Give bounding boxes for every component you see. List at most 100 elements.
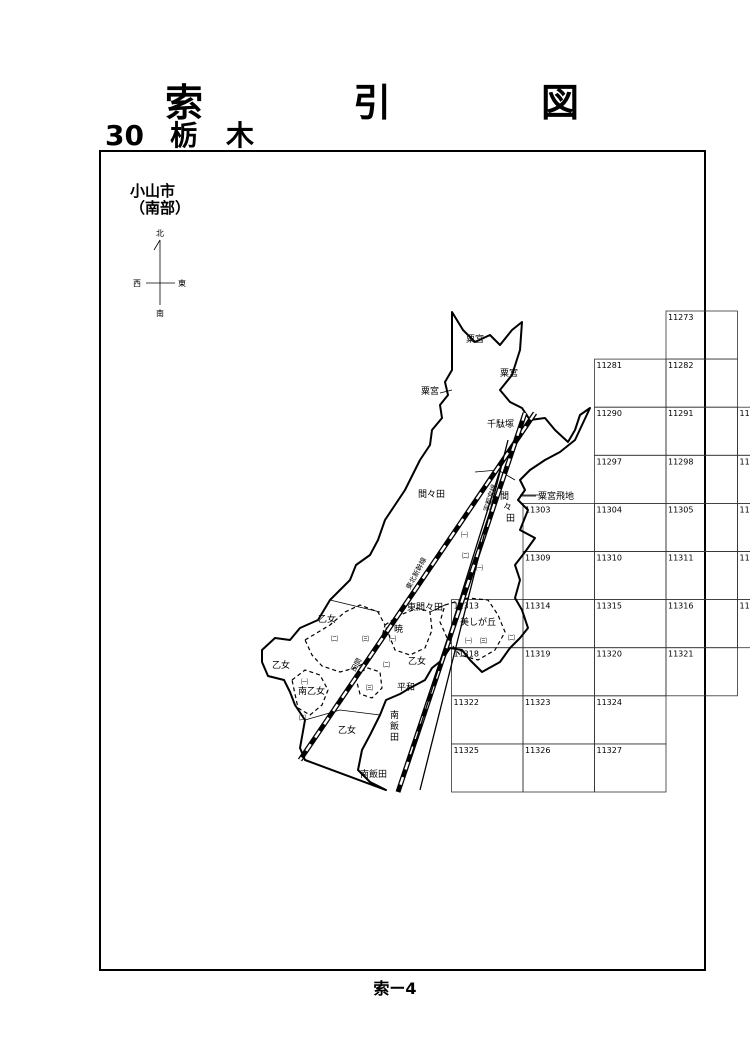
label-minami-iida-vertical: 南 飯 田 (390, 709, 399, 743)
label-otome-4: 乙女 (338, 724, 356, 736)
svg-text:南: 南 (390, 709, 399, 721)
label-sub-2d: ㈡ (299, 713, 306, 722)
grid-cell-11320[interactable]: 11320 (594, 647, 667, 697)
compass-arrow (153, 239, 161, 251)
grid-cell-number: 11320 (597, 650, 622, 659)
grid-cell-number: 11304 (597, 505, 622, 514)
grid-cell-number: 11281 (597, 361, 622, 370)
grid-cell-number: 11273 (668, 313, 693, 322)
grid-cell-11309[interactable]: 11309 (522, 551, 595, 600)
label-utsukushigaoka: 美しが丘 (460, 616, 496, 628)
label-heiwa: 平和 (397, 682, 415, 693)
grid-cell-number: 11325 (454, 746, 479, 755)
sheet-grid: 1127311281112821129011291112921129311297… (451, 310, 750, 793)
label-otome-1: 乙女 (318, 613, 336, 625)
grid-cell-11304[interactable]: 11304 (594, 502, 667, 552)
label-awamiya-airfield: 粟宮飛地 (538, 490, 574, 502)
grid-cell-11282[interactable]: 11282 (665, 358, 738, 408)
grid-cell-number: 11311 (668, 554, 693, 563)
grid-cell-11273[interactable]: 11273 (665, 310, 738, 360)
grid-cell-box (737, 502, 750, 552)
label-otome-2: 乙女 (272, 659, 290, 671)
grid-cell-11317[interactable]: 11317 (737, 599, 750, 649)
grid-cell-11311[interactable]: 11311 (665, 551, 738, 600)
page-footer: 索ー4 (373, 979, 417, 998)
label-awamiya-1: 粟宮 (466, 333, 484, 345)
grid-cell-11305[interactable]: 11305 (665, 502, 738, 552)
page-title: 索 引 図 (164, 81, 635, 125)
label-minami-otome: 南乙女 (298, 685, 325, 697)
label-otome-3: 乙女 (408, 655, 426, 667)
grid-cell-11319[interactable]: 11319 (522, 647, 595, 697)
grid-cell-box (737, 551, 750, 600)
label-sub-2e: ㈡ (508, 633, 515, 642)
compass-west: 西 (133, 279, 141, 288)
railway-shinkansen (297, 411, 538, 762)
grid-cell-11323[interactable]: 11323 (522, 695, 595, 745)
label-sub-2b: ㈡ (331, 634, 338, 643)
grid-cell-11291[interactable]: 11291 (665, 406, 738, 456)
label-sub-3c: ㈢ (480, 636, 487, 645)
grid-cell-11299[interactable]: 11299 (737, 454, 750, 504)
grid-cell-box (665, 647, 738, 697)
minor-boundary-6 (439, 389, 453, 394)
grid-cell-box (737, 454, 750, 504)
grid-cell-number: 11303 (525, 505, 550, 514)
grid-cell-number: 11314 (525, 602, 550, 611)
grid-cell-11322[interactable]: 11322 (451, 695, 524, 745)
grid-cell-11321[interactable]: 11321 (665, 647, 738, 697)
district-boundary-heiwa (354, 667, 383, 699)
grid-cell-number: 11282 (668, 361, 693, 370)
compass-north: 北 (156, 229, 164, 238)
grid-cell-11297[interactable]: 11297 (594, 454, 667, 504)
grid-cell-11325[interactable]: 11325 (451, 743, 524, 793)
grid-cell-11316[interactable]: 11316 (665, 599, 738, 649)
grid-cell-11314[interactable]: 11314 (522, 599, 595, 649)
grid-cell-number: 11297 (597, 457, 622, 466)
label-sub-1d: ㈠ (301, 677, 308, 686)
label-higashi-mamada-vertical: 間 々 田 (500, 491, 515, 524)
grid-cell-11326[interactable]: 11326 (522, 743, 595, 793)
grid-cell-number: 11292 (740, 409, 750, 418)
city-area: （南部） (130, 199, 191, 217)
grid-cell-11312[interactable]: 11312 (737, 551, 750, 600)
prefecture-number: 30 (105, 119, 144, 152)
compass-south: 南 (156, 308, 164, 318)
district-boundary-minami-otome (291, 669, 329, 716)
grid-cell-11315[interactable]: 11315 (594, 599, 667, 649)
minor-boundary-3 (429, 604, 446, 613)
svg-text:々: 々 (503, 502, 512, 513)
grid-cell-number: 11299 (740, 457, 750, 466)
district-boundary-otome (304, 604, 386, 673)
label-minami-iida: 南飯田 (360, 768, 387, 780)
city-name: 小山市 (130, 182, 176, 200)
grid-cell-11310[interactable]: 11310 (594, 551, 667, 600)
grid-cell-number: 11317 (740, 602, 750, 611)
grid-cell-number: 11312 (740, 554, 750, 563)
grid-cell-box (737, 406, 750, 456)
grid-cell-number: 11319 (525, 650, 550, 659)
grid-cell-11281[interactable]: 11281 (594, 358, 667, 408)
label-sub-2c: ㈡ (383, 660, 390, 669)
grid-cell-number: 11291 (668, 409, 693, 418)
grid-cell-number: 11305 (668, 505, 693, 514)
grid-cell-11292[interactable]: 11292 (737, 406, 750, 456)
grid-cell-number: 11298 (668, 457, 693, 466)
grid-cell-11318[interactable]: 11318 (451, 647, 524, 697)
grid-cell-11327[interactable]: 11327 (594, 743, 667, 793)
district-boundary-utsukushigaoka (439, 597, 506, 661)
city-label: 小山市 （南部） (130, 183, 190, 217)
label-awamiya-2: 粟宮 (500, 367, 518, 379)
grid-cell-11306[interactable]: 11306 (737, 502, 750, 552)
label-sub-1c: ㈠ (389, 634, 396, 643)
grid-cell-11290[interactable]: 11290 (594, 406, 667, 456)
district-boundary-akatsuki (384, 607, 433, 656)
grid-cell-number: 11327 (597, 746, 622, 755)
grid-cell-11303[interactable]: 11303 (522, 502, 595, 552)
grid-cell-11324[interactable]: 11324 (594, 695, 667, 745)
label-mamada: 間々田 (418, 489, 445, 500)
grid-cell-11298[interactable]: 11298 (665, 454, 738, 504)
grid-cell-number: 11326 (525, 746, 550, 755)
